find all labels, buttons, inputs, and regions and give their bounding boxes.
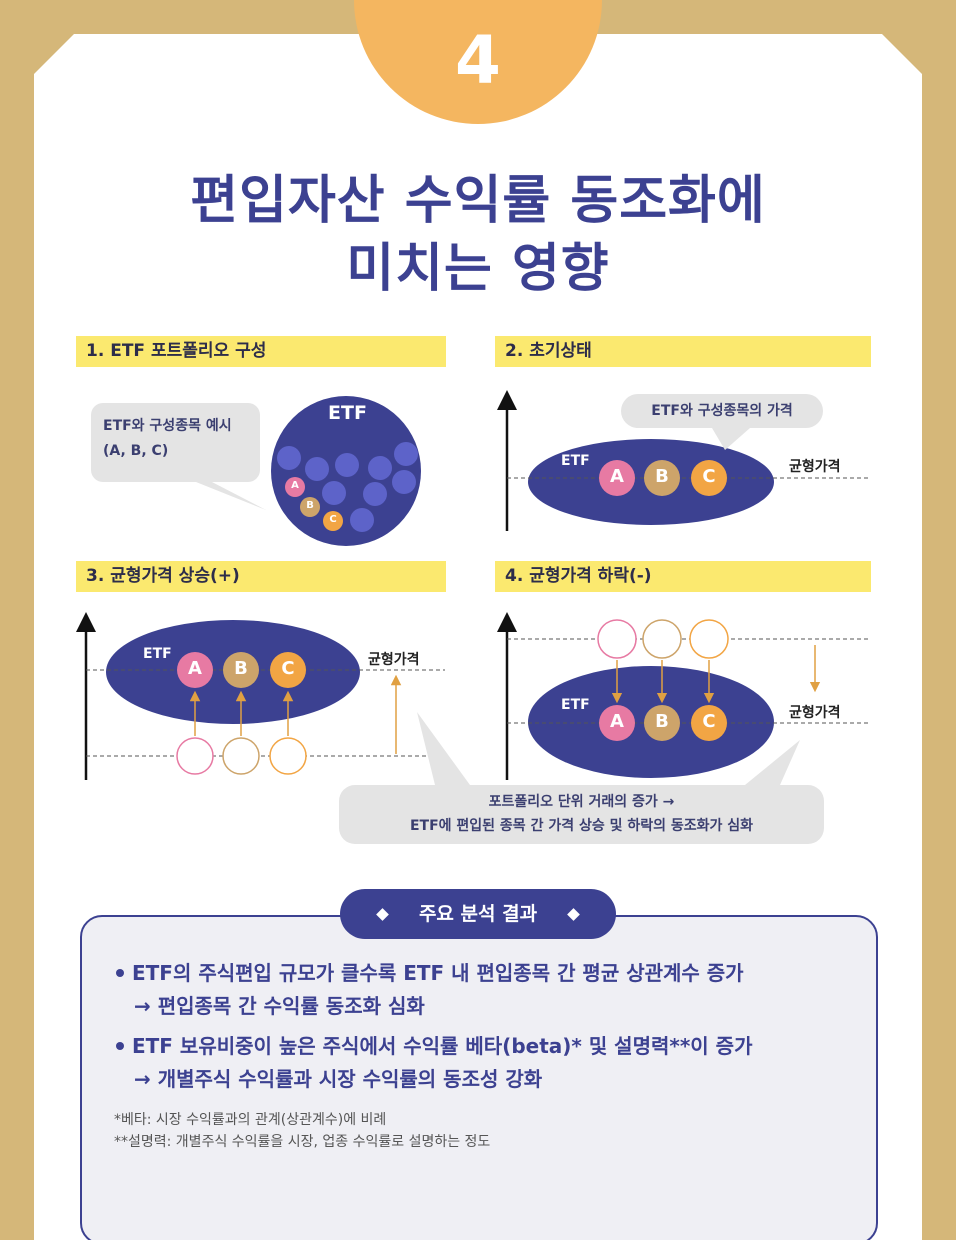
s1-holdings xyxy=(277,442,418,532)
diamond-icon xyxy=(376,908,389,921)
analysis-results-title: 주요 분석 결과 xyxy=(418,903,538,925)
summary-line2: ETF에 편입된 종목 간 가격 상승 및 하락의 동조화가 심화 xyxy=(409,818,754,834)
s1-stock-c-circle xyxy=(323,511,343,531)
s4-stock-a-label: A xyxy=(610,711,624,732)
s3-prev-b-circle xyxy=(222,737,260,775)
s4-stock-a-circle xyxy=(599,705,635,741)
result-bullet-1-text: ETF의 주식편입 규모가 클수록 ETF 내 편입종목 간 평균 상관계수 증… xyxy=(132,961,744,985)
s2-stock-b-label: B xyxy=(655,466,669,487)
s1-bubble-line1: ETF와 구성종목 예시 xyxy=(103,418,232,434)
result-bullet-1-sub: → 편입종목 간 수익률 동조화 심화 xyxy=(134,994,425,1018)
s2-stock-c-label: C xyxy=(702,466,716,487)
s1-speech-bubble xyxy=(91,403,266,510)
result-bullet-2-sub: → 개별주식 수익률과 시장 수익률의 동조성 강화 xyxy=(134,1067,543,1091)
s3-equilibrium-label: 균형가격 xyxy=(368,652,420,668)
result-bullet-2: ETF 보유비중이 높은 주식에서 수익률 베타(beta)* 및 설명력**이… xyxy=(116,1030,752,1059)
s4-stock-b-label: B xyxy=(655,711,669,732)
s3-stock-b-circle xyxy=(223,652,259,688)
s1-bubble-line2: (A, B, C) xyxy=(103,443,169,459)
s1-stock-b-label: B xyxy=(306,500,314,511)
summary-speech-bubble xyxy=(339,712,824,844)
s2-speech-bubble xyxy=(621,394,823,450)
section3-header: 3. 균형가격 상승(+) xyxy=(76,561,446,592)
s2-stock-c-circle xyxy=(691,460,727,496)
s3-stock-a-circle xyxy=(177,652,213,688)
s2-stock-a-circle xyxy=(599,460,635,496)
s3-prev-c-circle xyxy=(269,737,307,775)
s3-etf-label: ETF xyxy=(143,646,172,662)
bullet-icon xyxy=(116,969,124,977)
s3-prev-a-circle xyxy=(176,737,214,775)
s1-stock-c-label: C xyxy=(329,514,337,525)
analysis-results-pill: 주요 분석 결과 xyxy=(340,889,616,939)
s1-stock-b-circle xyxy=(300,497,320,517)
s2-etf-label: ETF xyxy=(561,453,590,469)
s1-etf-label: ETF xyxy=(328,402,367,424)
section1-header: 1. ETF 포트폴리오 구성 xyxy=(76,336,446,367)
s2-bubble-text: ETF와 구성종목의 가격 xyxy=(651,403,793,419)
s4-etf-label: ETF xyxy=(561,697,590,713)
result-bullet-1: ETF의 주식편입 규모가 클수록 ETF 내 편입종목 간 평균 상관계수 증… xyxy=(116,957,744,986)
s4-stock-b-circle xyxy=(644,705,680,741)
section-number: 4 xyxy=(455,22,501,99)
s4-prev-c-circle xyxy=(689,619,729,659)
footnote-beta: *베타: 시장 수익률과의 관계(상관계수)에 비례 xyxy=(114,1112,387,1128)
page-title-line2: 미치는 영향 xyxy=(346,239,610,299)
s1-stock-a-label: A xyxy=(291,480,299,491)
s2-stock-a-label: A xyxy=(610,466,624,487)
s4-equilibrium-label: 균형가격 xyxy=(789,705,841,721)
s2-stock-b-circle xyxy=(644,460,680,496)
s2-equilibrium-label: 균형가격 xyxy=(789,459,841,475)
diamond-icon xyxy=(567,908,580,921)
s3-stock-a-label: A xyxy=(188,658,202,679)
bullet-icon xyxy=(116,1042,124,1050)
s4-prev-b-circle xyxy=(642,619,682,659)
section4-header: 4. 균형가격 하락(-) xyxy=(495,561,871,592)
s3-stock-c-circle xyxy=(270,652,306,688)
result-bullet-2-text: ETF 보유비중이 높은 주식에서 수익률 베타(beta)* 및 설명력**이… xyxy=(132,1034,753,1058)
section2-header: 2. 초기상태 xyxy=(495,336,871,367)
summary-line1: 포트폴리오 단위 거래의 증가 → xyxy=(488,794,675,810)
s3-stock-b-label: B xyxy=(234,658,248,679)
s1-stock-a-circle xyxy=(285,477,305,497)
footnote-explanatory-power: **설명력: 개별주식 수익률을 시장, 업종 수익률로 설명하는 정도 xyxy=(114,1134,491,1150)
page-title-line1: 편입자산 수익률 동조화에 xyxy=(190,171,766,231)
s4-stock-c-circle xyxy=(691,705,727,741)
s4-stock-c-label: C xyxy=(702,711,716,732)
s3-stock-c-label: C xyxy=(281,658,295,679)
s4-prev-a-circle xyxy=(597,619,637,659)
